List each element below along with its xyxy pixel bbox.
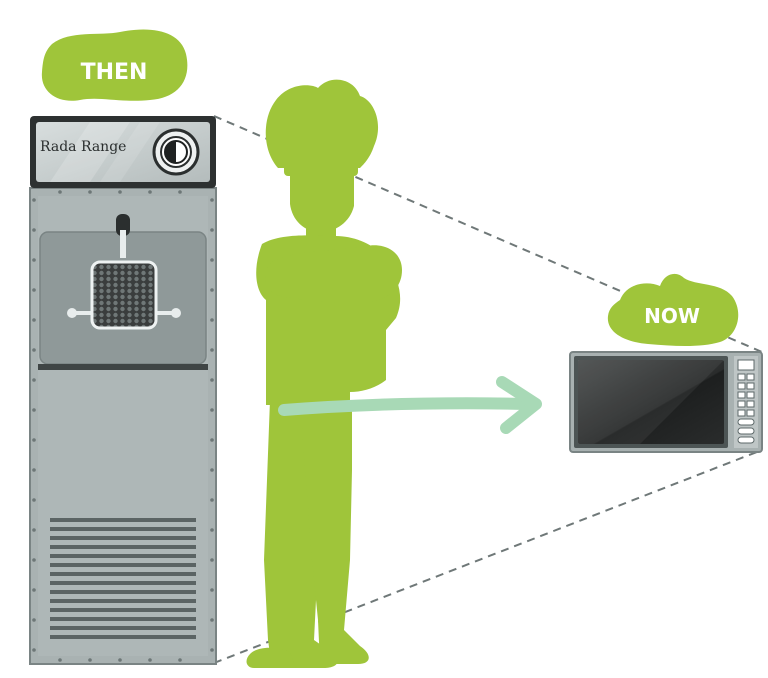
radarange-brand-label: Rada Range	[40, 139, 126, 155]
microwave-keypad	[737, 373, 755, 444]
rivets	[32, 190, 214, 662]
now-badge: NOW	[607, 273, 739, 346]
chef-silhouette-icon	[246, 79, 402, 668]
arrow-right-icon	[278, 376, 542, 434]
then-label: THEN	[81, 60, 148, 85]
radarange-unit: Rada Range	[29, 116, 217, 665]
then-badge: THEN	[41, 29, 188, 101]
microwave-unit	[569, 351, 763, 453]
vent-grille	[50, 518, 196, 639]
now-label: NOW	[644, 304, 700, 328]
heating-basket	[67, 214, 181, 330]
dial-icon	[152, 128, 200, 176]
